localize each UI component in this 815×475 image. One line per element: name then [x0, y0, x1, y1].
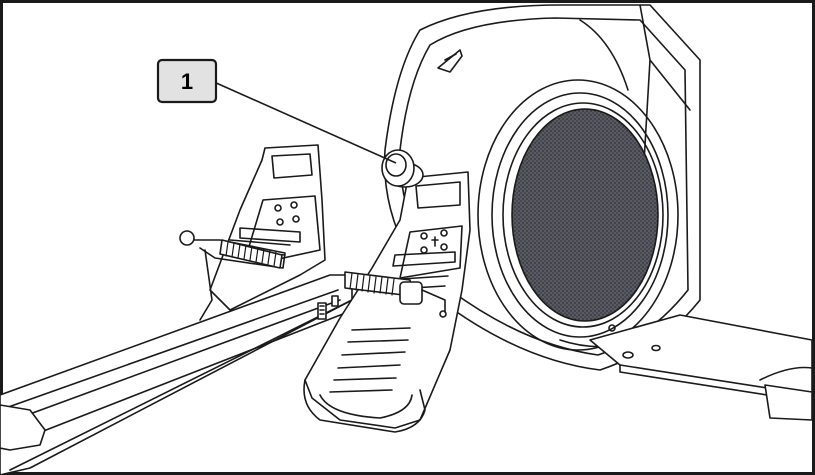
- adjustment-knob: [381, 149, 424, 188]
- callout-leader-line: [213, 81, 397, 164]
- right-foot-strap: [344, 271, 447, 318]
- callout-1: 1: [156, 58, 218, 104]
- callout-box: [156, 58, 218, 104]
- left-foot-strap: [179, 230, 286, 321]
- rail: [0, 274, 353, 475]
- rear-stabilizer: [589, 314, 813, 421]
- fan-cover-mesh: [511, 108, 659, 322]
- callout-number: 1: [181, 69, 193, 94]
